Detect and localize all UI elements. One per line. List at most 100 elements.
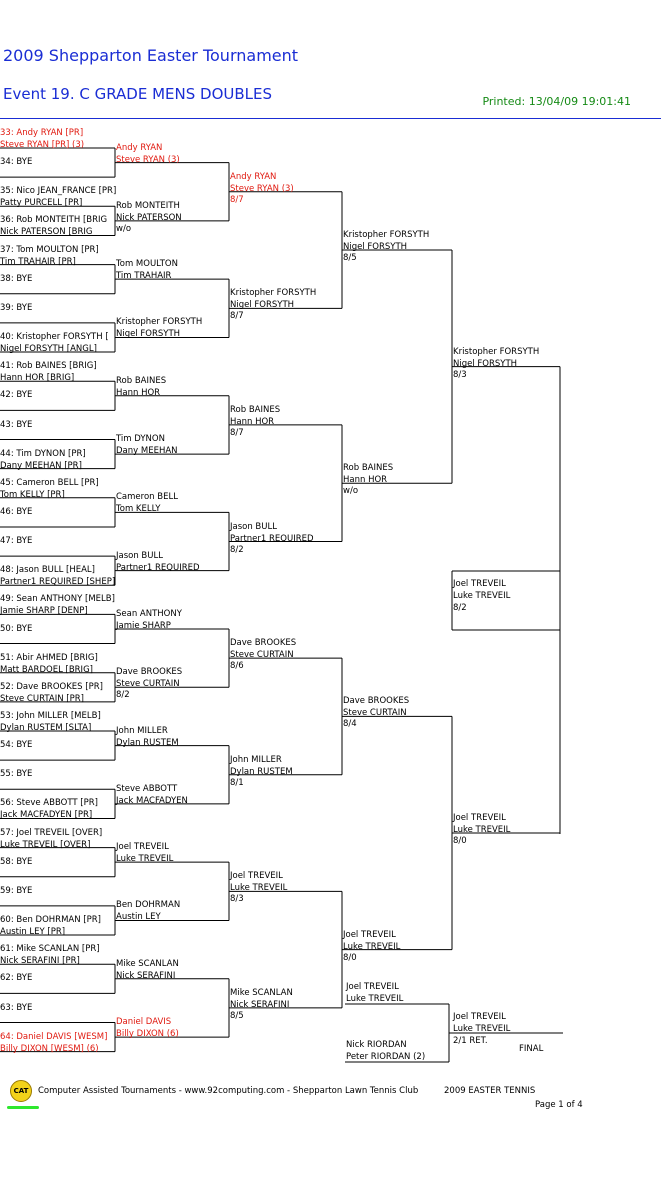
entry-round6-bottom: Luke TREVEIL [453, 591, 511, 601]
final-player1-bottom: Luke TREVEIL [346, 994, 404, 1004]
entry-round1-28-top: 60: Ben DOHRMAN [PR] [0, 915, 101, 926]
printed-timestamp: Printed: 13/04/09 19:01:41 [482, 95, 631, 108]
score-round2-2: w/o [116, 223, 132, 234]
entry-round1-24-top: 56: Steve ABBOTT [PR] [0, 798, 98, 809]
score-round3-2: 8/7 [230, 311, 244, 322]
entry-round2-3-bottom: Tim TRAHAIR [116, 271, 172, 282]
footer-page-number: Page 1 of 4 [535, 1100, 583, 1110]
entry-round1-1-top: 33: Andy RYAN [PR] [0, 128, 84, 138]
entry-round4-1-bottom: Nigel FORSYTH [343, 242, 408, 253]
entry-round2-16-bottom: Billy DIXON (6) [116, 1029, 179, 1040]
entry-round3-4-bottom: Partner1 REQUIRED [230, 533, 314, 544]
entry-round3-1-top: Andy RYAN [230, 171, 277, 182]
entry-round1-17-top: 49: Sean ANTHONY [MELB] [0, 594, 115, 605]
entry-round2-8-bottom: Partner1 REQUIRED [116, 562, 200, 573]
entry-round2-9-top: Sean ANTHONY [116, 608, 182, 619]
score-round3-3: 8/7 [230, 427, 244, 438]
entry-round1-2-top: 34: BYE [0, 157, 33, 168]
footer-credit: Computer Assisted Tournaments - www.92co… [38, 1086, 419, 1096]
entry-round1-10-top: 42: BYE [0, 390, 33, 401]
score-round4-1: 8/5 [343, 253, 357, 264]
score-round5-1: 8/3 [453, 369, 467, 380]
entry-round1-5-top: 37: Tom MOULTON [PR] [0, 244, 99, 255]
entry-round3-1-bottom: Steve RYAN (3) [230, 183, 294, 194]
entry-round2-16-top: Daniel DAVIS [116, 1017, 172, 1028]
entry-round2-6-bottom: Dany MEEHAN [116, 446, 178, 457]
final-winner-top: Joel TREVEIL [453, 1012, 506, 1022]
score-round3-4: 8/2 [230, 544, 244, 555]
score-round6: 8/2 [453, 603, 467, 613]
entry-round2-2-bottom: Nick PATERSON [116, 212, 182, 223]
entry-round1-13-bottom: Tom KELLY [PR] [0, 489, 65, 500]
entry-round4-2-top: Rob BAINES [343, 463, 394, 474]
entry-round1-31-top: 63: BYE [0, 1002, 33, 1013]
entry-round2-6-top: Tim DYNON [116, 434, 165, 445]
entry-round4-4-top: Joel TREVEIL [343, 929, 396, 940]
logo-underline [7, 1106, 39, 1109]
final-score: 2/1 RET. [453, 1036, 488, 1046]
entry-round1-18-top: 50: BYE [0, 623, 33, 634]
entry-round1-3-bottom: Patty PURCELL [PR] [0, 198, 83, 209]
score-round3-8: 8/5 [230, 1010, 244, 1021]
entry-round2-9-bottom: Jamie SHARP [116, 620, 171, 631]
final-label: FINAL [519, 1044, 544, 1054]
entry-round1-11-top: 43: BYE [0, 419, 33, 430]
score-round4-4: 8/0 [343, 952, 357, 963]
entry-round1-4-top: 36: Rob MONTEITH [BRIG [0, 215, 108, 226]
entry-round5-2-top: Joel TREVEIL [453, 813, 506, 824]
entry-round3-6-bottom: Dylan RUSTEM [230, 766, 293, 777]
entry-round4-4-bottom: Luke TREVEIL [343, 941, 401, 952]
entry-round1-16-bottom: Partner1 REQUIRED [SHEP] [0, 577, 116, 588]
entry-round2-15-top: Mike SCANLAN [116, 958, 179, 969]
final-winner-bottom: Luke TREVEIL [453, 1024, 511, 1034]
entry-round1-12-bottom: Dany MEEHAN [PR] [0, 460, 82, 471]
entry-round1-9-bottom: Hann HOR [BRIG] [0, 373, 75, 384]
entry-round2-4-top: Kristopher FORSYTH [116, 317, 203, 328]
entry-round2-14-top: Ben DOHRMAN [116, 900, 181, 911]
entry-round1-19-top: 51: Abir AHMED [BRIG] [0, 652, 98, 663]
entry-round3-4-top: Jason BULL [230, 521, 277, 532]
entry-round2-10-bottom: Steve CURTAIN [116, 679, 180, 690]
score-round4-3: 8/4 [343, 719, 357, 730]
score-round2-10: 8/2 [116, 690, 130, 701]
page-title: 2009 Shepparton Easter Tournament [3, 46, 299, 65]
score-round3-7: 8/3 [230, 894, 244, 905]
entry-round4-3-top: Dave BROOKES [343, 696, 410, 707]
score-round5-2: 8/0 [453, 836, 467, 847]
entry-round2-2-top: Rob MONTEITH [116, 200, 180, 211]
entry-round2-1-top: Andy RYAN [116, 142, 163, 153]
entry-round2-15-bottom: Nick SERAFINI [116, 970, 176, 981]
entry-round1-21-bottom: Dylan RUSTEM [SLTA] [0, 723, 92, 733]
entry-round2-7-bottom: Tom KELLY [116, 504, 161, 515]
entry-round3-2-top: Kristopher FORSYTH [230, 288, 317, 299]
entry-round2-7-top: Cameron BELL [116, 492, 178, 503]
entry-round5-2-bottom: Luke TREVEIL [453, 825, 511, 836]
entry-round1-21-top: 53: John MILLER [MELB] [0, 711, 101, 721]
entry-round1-16-top: 48: Jason BULL [HEAL] [0, 565, 95, 576]
entry-round6-top: Joel TREVEIL [453, 579, 506, 589]
score-round3-1: 8/7 [230, 194, 244, 205]
entry-round2-5-top: Rob BAINES [116, 375, 167, 386]
entry-round2-11-top: John MILLER [116, 725, 168, 736]
header-divider [0, 118, 661, 119]
entry-round1-22-top: 54: BYE [0, 740, 33, 751]
entry-round3-7-top: Joel TREVEIL [230, 871, 283, 882]
entry-round3-3-bottom: Hann HOR [230, 416, 275, 427]
entry-round1-20-bottom: Steve CURTAIN [PR] [0, 693, 84, 704]
entry-round2-10-top: Dave BROOKES [116, 667, 183, 678]
entry-round1-1-bottom: Steve RYAN [PR] (3) [0, 140, 85, 150]
entry-round3-5-bottom: Steve CURTAIN [230, 650, 294, 661]
final-player1-top: Joel TREVEIL [346, 982, 399, 992]
event-title: Event 19. C GRADE MENS DOUBLES [3, 85, 273, 103]
entry-round1-6-top: 38: BYE [0, 273, 33, 284]
entry-round1-4-bottom: Nick PATERSON [BRIG [0, 227, 93, 238]
entry-round2-12-top: Steve ABBOTT [116, 783, 178, 794]
entry-round4-3-bottom: Steve CURTAIN [343, 708, 407, 719]
entry-round1-12-top: 44: Tim DYNON [PR] [0, 448, 86, 459]
entry-round2-13-bottom: Luke TREVEIL [116, 854, 174, 865]
entry-round3-5-top: Dave BROOKES [230, 638, 297, 649]
entry-round1-24-bottom: Jack MACFADYEN [PR] [0, 810, 93, 821]
entry-round1-13-top: 45: Cameron BELL [PR] [0, 477, 99, 488]
entry-round2-11-bottom: Dylan RUSTEM [116, 737, 179, 748]
entry-round2-13-top: Joel TREVEIL [116, 842, 169, 853]
